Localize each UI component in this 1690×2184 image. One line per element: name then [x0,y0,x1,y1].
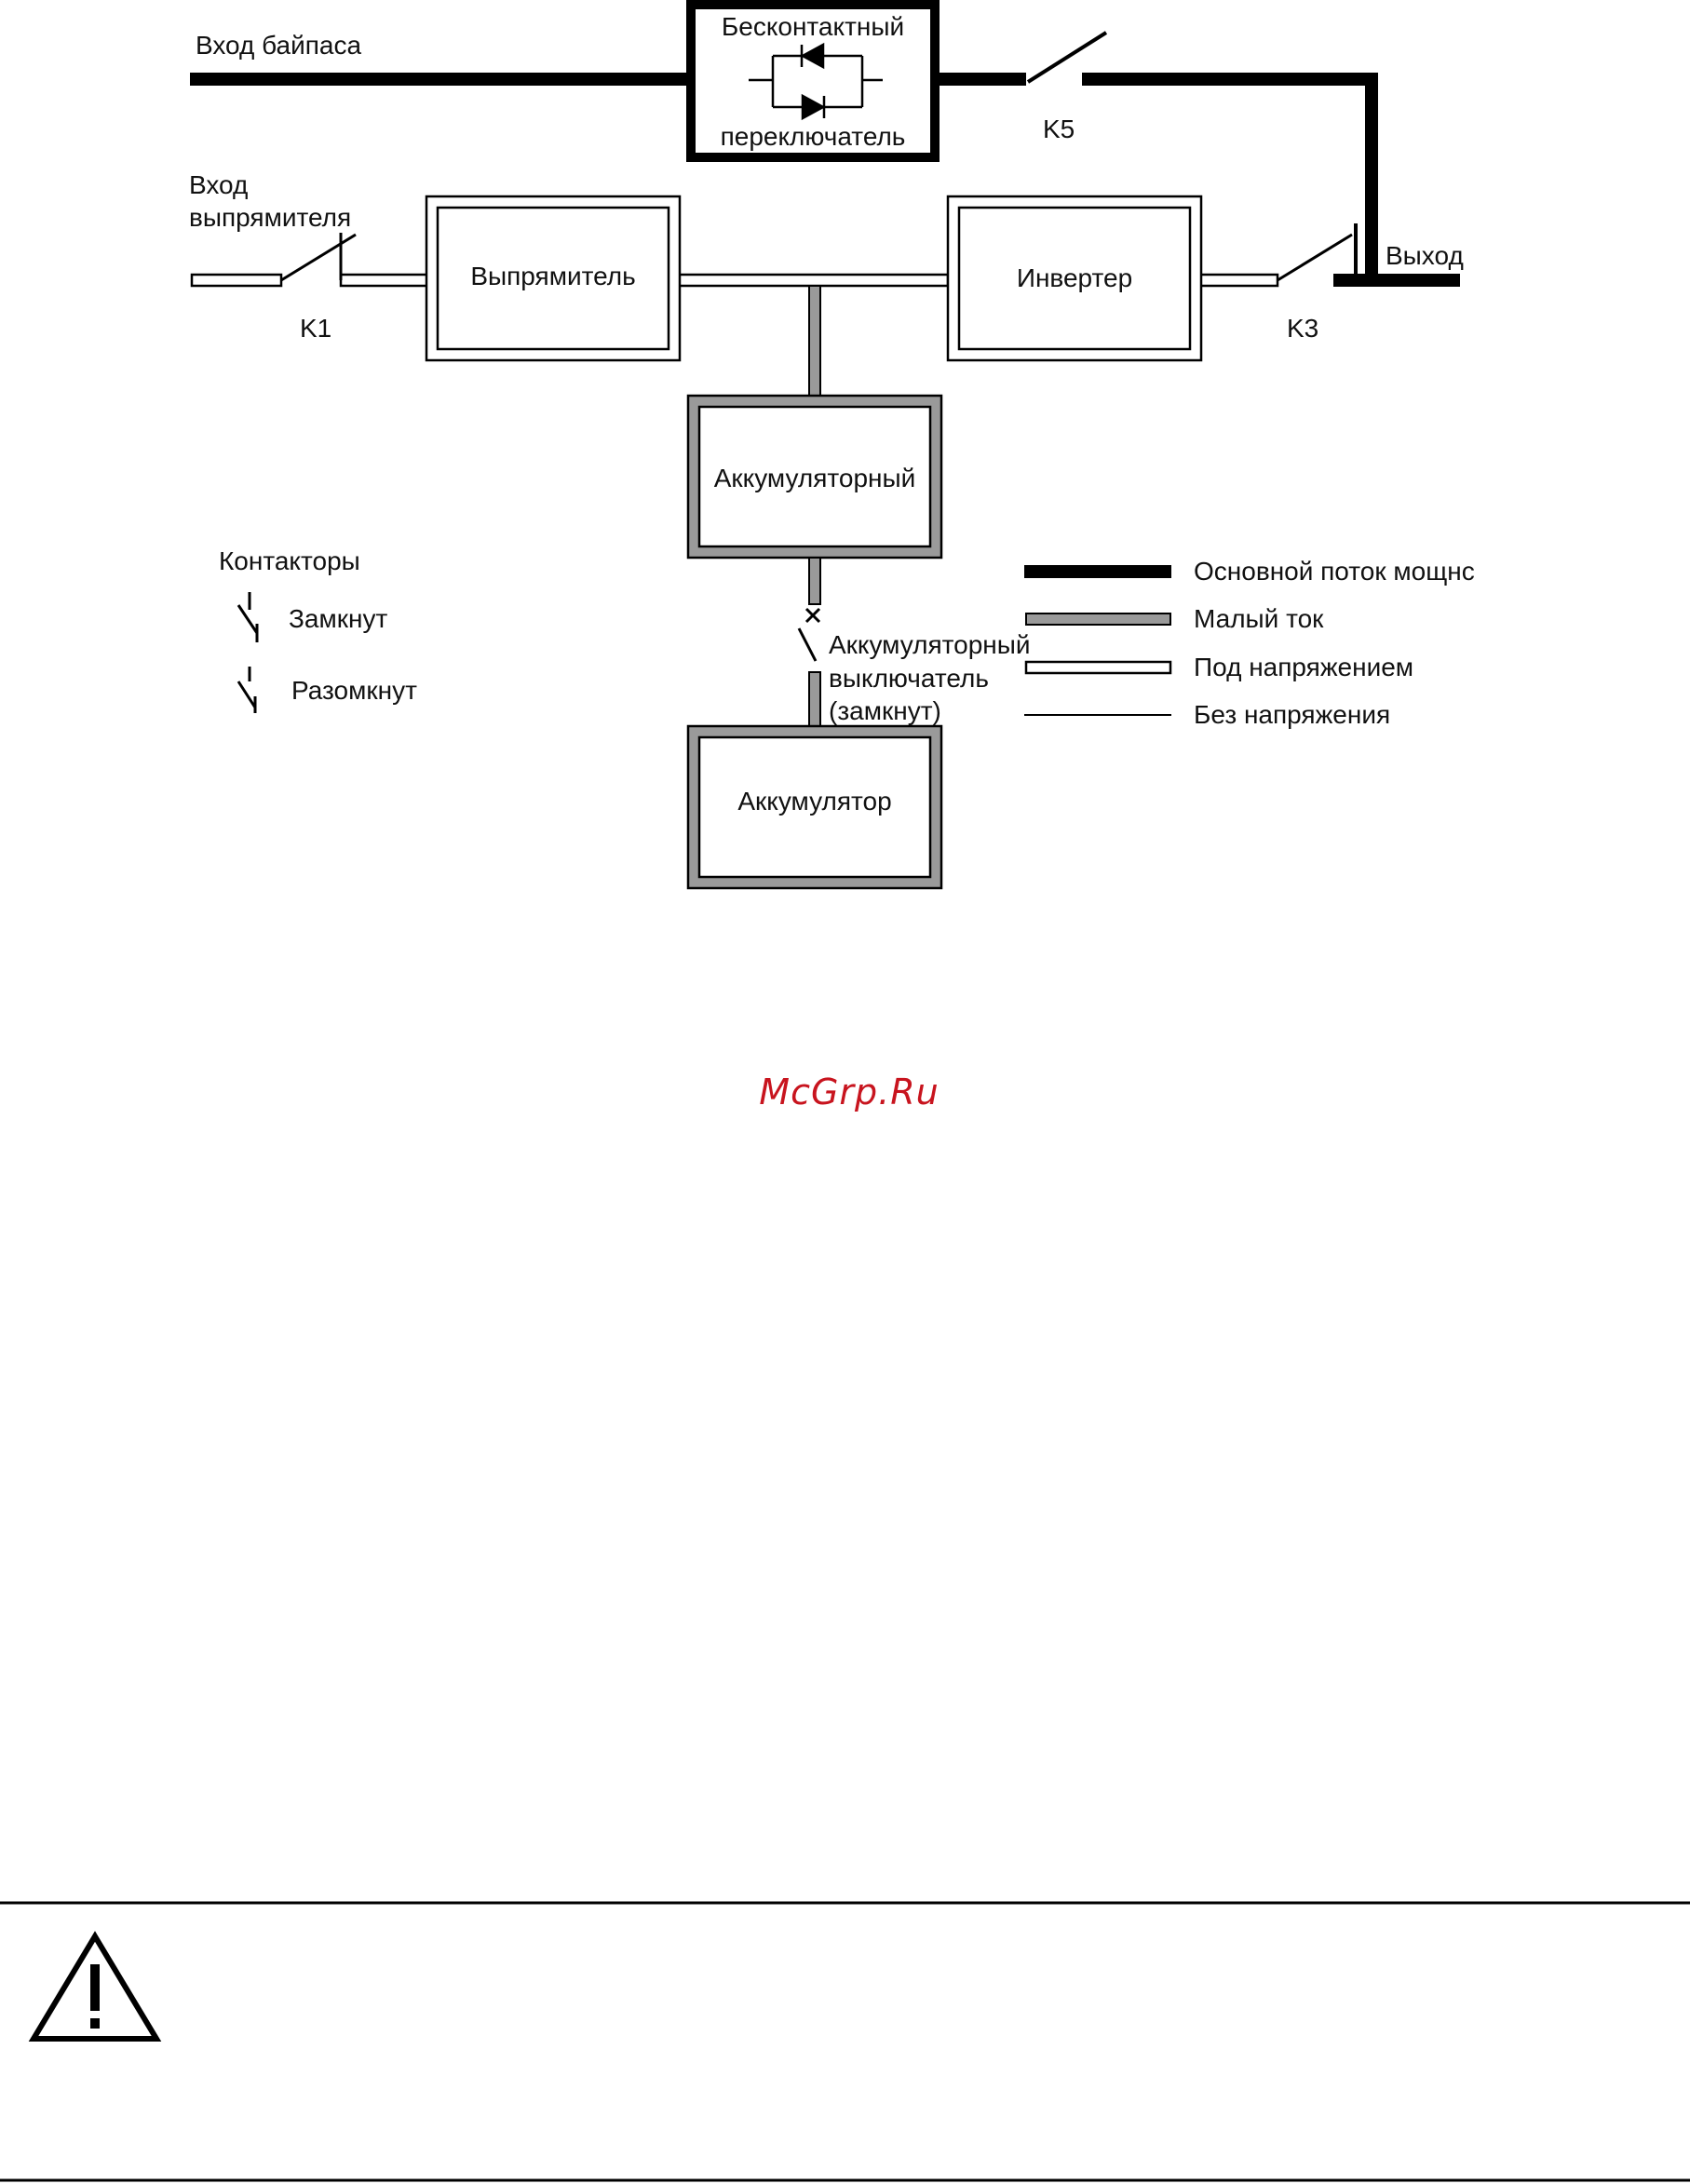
k1-contact [281,233,356,280]
watermark-text: McGrp.Ru [759,1072,939,1112]
legend-energized-label: Под напряжением [1194,653,1413,681]
rectifier-input-label-1: Вход [189,170,248,199]
static-switch-label-2: переключатель [721,122,906,151]
battery-breaker-line-bottom [809,672,820,726]
legend: Основной поток мощнс Малый ток Под напря… [1024,557,1475,729]
rectifier-input-label-2: выпрямителя [189,203,351,232]
battery-breaker-label-3: (замкнут) [829,696,941,725]
contact-closed-label: Замкнут [289,604,387,633]
output-label: Выход [1386,241,1464,270]
battery-label: Аккумулятор [737,787,891,816]
battery-breaker-label-1: Аккумуляторный [829,630,1031,659]
legend-main-flow-swatch [1024,565,1171,578]
k5-label: K5 [1043,115,1075,143]
static-switch-box: Бесконтактный переключатель [691,5,935,157]
k3-contact [1278,235,1352,280]
k3-label: K3 [1287,314,1318,343]
battery-feed-line [809,286,820,396]
contactors-title: Контакторы [219,546,360,575]
static-switch-label-1: Бесконтактный [722,12,904,41]
inverter-box: Инвертер [948,196,1201,360]
battery-module-label: Аккумуляторный [714,464,916,492]
k1-label: K1 [300,314,331,343]
closed-contact-icon [238,592,257,642]
legend-small-current-label: Малый ток [1194,604,1324,633]
warning-triangle-icon [34,1936,156,2039]
battery-breaker-switch [799,609,819,661]
battery-breaker-label-2: выключатель [829,664,989,693]
legend-main-flow-label: Основной поток мощнс [1194,557,1475,586]
battery-breaker-line-top [809,558,820,604]
rectifier-box: Выпрямитель [426,196,680,360]
battery-module-box: Аккумуляторный [688,396,941,558]
legend-small-current-swatch [1026,613,1170,625]
battery-box: Аккумулятор [688,726,941,888]
inverter-label: Инвертер [1017,263,1132,292]
rectifier-label: Выпрямитель [470,262,635,290]
legend-energized-swatch [1026,662,1170,673]
open-contact-icon [238,667,255,713]
legend-de-energized-label: Без напряжения [1194,700,1390,729]
bypass-input-label: Вход байпаса [196,31,361,60]
contact-open-label: Разомкнут [291,676,417,705]
